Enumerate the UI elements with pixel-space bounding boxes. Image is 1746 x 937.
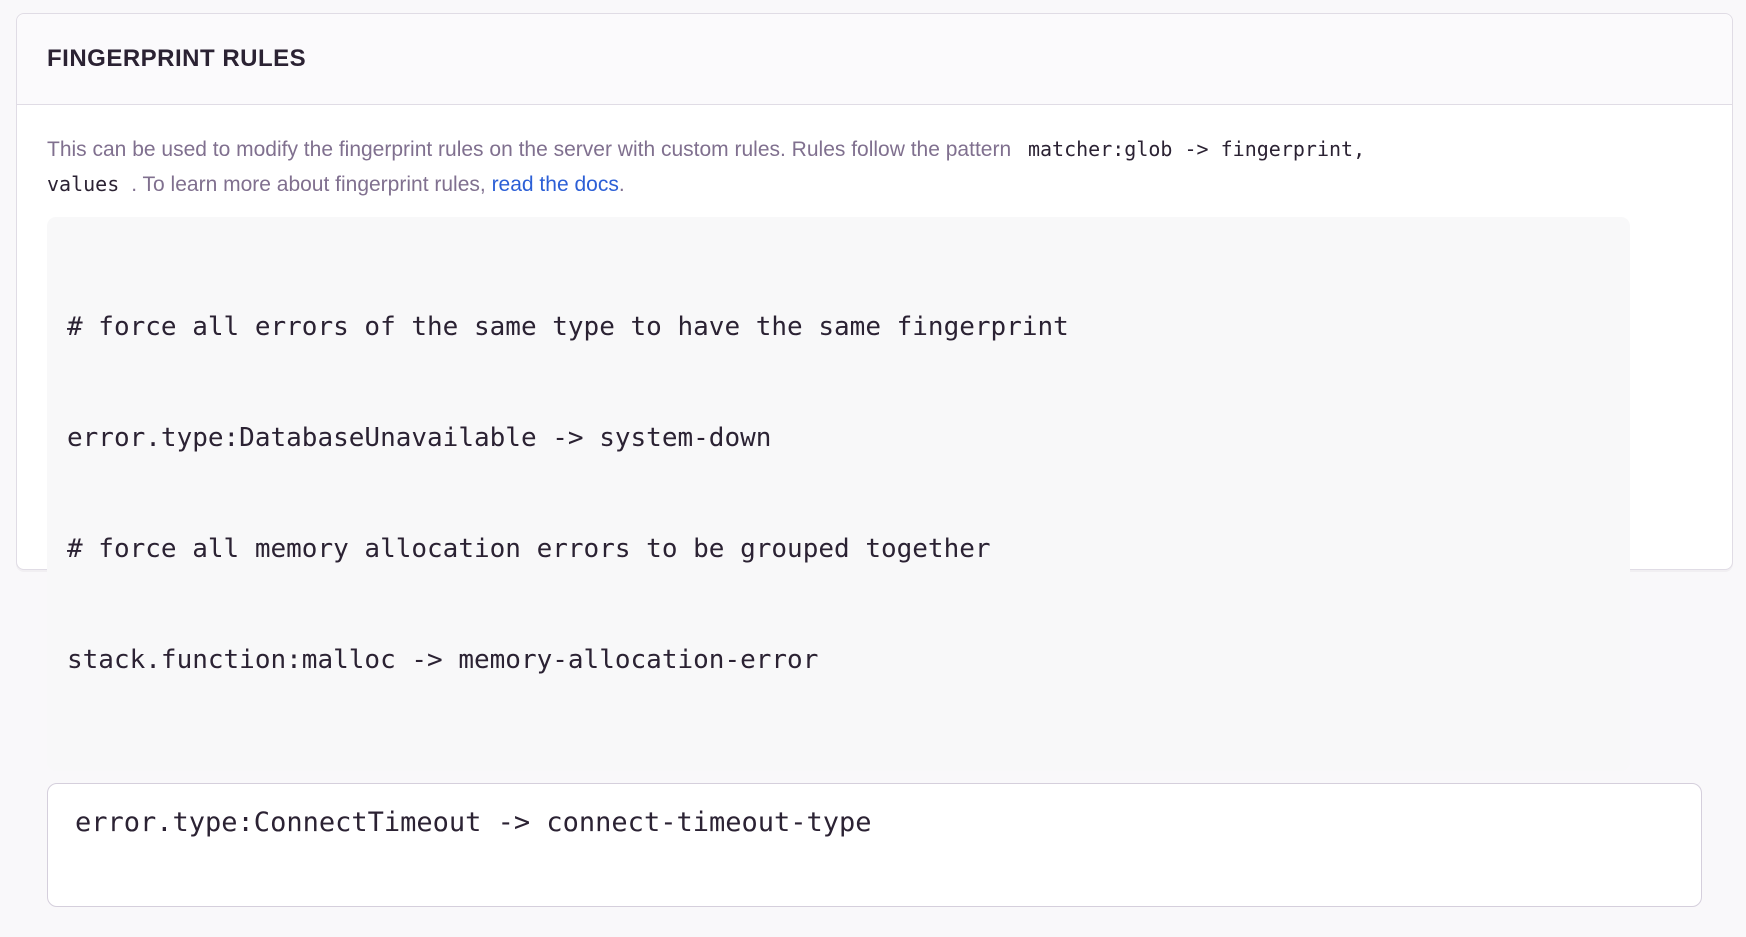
fingerprint-rules-input[interactable]: error.type:ConnectTimeout -> connect-tim… [47, 783, 1702, 907]
code-line: # force all errors of the same type to h… [67, 312, 1069, 342]
field-description: This can be used to modify the fingerpri… [47, 132, 1702, 202]
read-the-docs-link[interactable]: read the docs [491, 173, 619, 196]
code-line: stack.function:malloc -> memory-allocati… [67, 645, 819, 675]
description-intro-text: This can be used to modify the fingerpri… [47, 138, 1017, 161]
description-middle-text: . To learn more about fingerprint rules, [131, 173, 492, 196]
pattern-inline-code-line2: values [47, 172, 120, 196]
example-code-block: # force all errors of the same type to h… [47, 217, 1630, 771]
description-closing-text: . [618, 173, 625, 196]
settings-page-background: { "panel": { "title": "FINGERPRINT RULES… [16, 13, 1733, 907]
panel-title: FINGERPRINT RULES [47, 45, 307, 72]
panel-body: This can be used to modify the fingerpri… [17, 105, 1732, 937]
pattern-inline-code-line1: matcher:glob -> fingerprint, [1027, 137, 1366, 161]
panel-header: FINGERPRINT RULES [17, 14, 1732, 105]
fingerprint-rules-panel: FINGERPRINT RULES This can be used to mo… [16, 13, 1733, 907]
code-line: # force all memory allocation errors to … [67, 534, 991, 564]
code-line: error.type:DatabaseUnavailable -> system… [67, 423, 772, 453]
